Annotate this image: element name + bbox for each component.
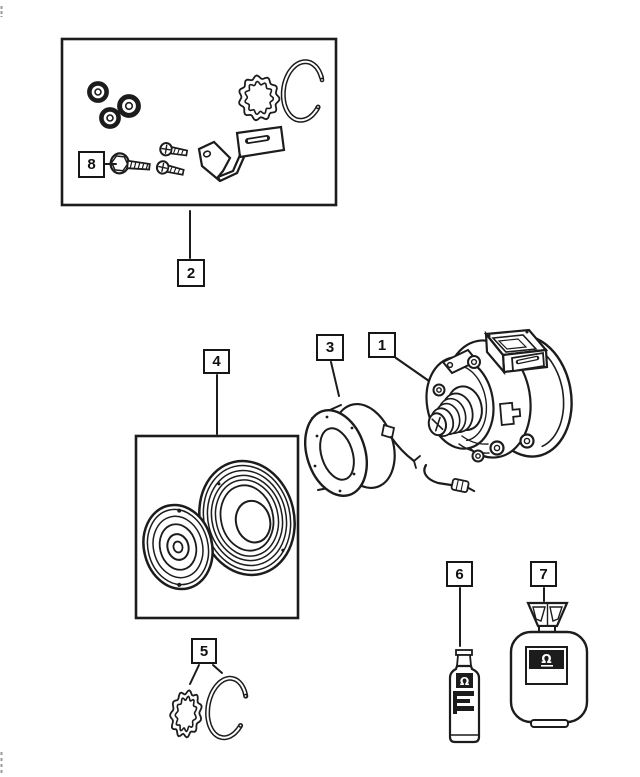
mopar-logo-badge <box>529 650 564 669</box>
mounting-bolt-drawing <box>109 152 151 175</box>
snap-ring-drawing <box>280 59 325 123</box>
leader-line-5 <box>189 664 223 685</box>
screws-drawing <box>155 142 189 176</box>
callout-5-number: 5 <box>199 642 209 660</box>
callout-3[interactable]: 3 <box>316 334 344 361</box>
grommet-seals-drawing <box>87 81 141 129</box>
callout-3-number: 3 <box>325 339 335 356</box>
shaft-snap-ring-drawing <box>205 675 249 741</box>
callout-4-number: 4 <box>212 353 221 370</box>
callout-1[interactable]: 1 <box>368 332 396 358</box>
callout-6[interactable]: 6 <box>446 561 473 587</box>
mopar-logo-badge <box>456 673 473 688</box>
mopar-wordmark <box>541 665 553 667</box>
callout-1-number: 1 <box>377 336 387 354</box>
leader-line-1 <box>394 356 431 383</box>
gasket-seal-drawing <box>238 74 281 122</box>
callout-2[interactable]: 2 <box>177 259 205 287</box>
mopar-logo-icon: Ω <box>460 675 470 688</box>
clutch-pulley-drawing <box>142 459 296 591</box>
bracket-drawing <box>197 125 286 183</box>
leader-line-3 <box>330 361 340 397</box>
callout-6-number: 6 <box>455 565 464 583</box>
oil-bottle-drawing: Ω <box>448 649 481 744</box>
callout-7[interactable]: 7 <box>530 561 557 587</box>
bottle-label-text-bars <box>453 691 474 714</box>
refrigerant-tank-drawing: Ω <box>509 601 589 728</box>
clutch-coil-drawing <box>304 403 396 497</box>
compressor-drawing <box>425 328 573 463</box>
mopar-logo-icon: Ω <box>541 652 551 666</box>
callout-2-number: 2 <box>186 264 196 282</box>
shaft-gasket-drawing <box>169 689 203 739</box>
coil-wire-drawing <box>389 435 476 493</box>
callout-7-number: 7 <box>539 565 548 583</box>
callout-8-number: 8 <box>87 156 96 173</box>
callout-8[interactable]: 8 <box>78 151 105 178</box>
callout-5[interactable]: 5 <box>191 638 217 664</box>
callout-4[interactable]: 4 <box>203 349 230 374</box>
